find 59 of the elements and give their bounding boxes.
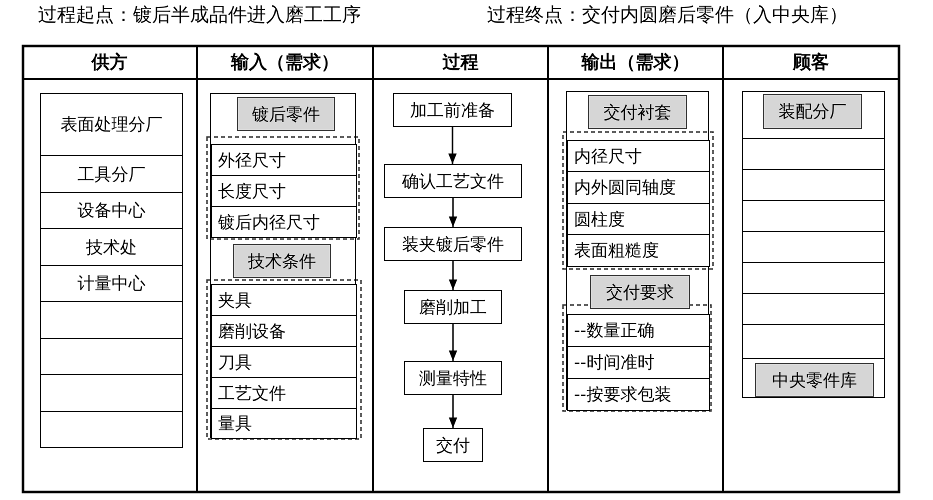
arrow <box>448 261 458 290</box>
empty-cell <box>742 293 885 325</box>
arrow <box>448 198 458 227</box>
process-box: 确认工艺文件 <box>384 164 522 198</box>
table-cell: 技术处 <box>40 228 183 266</box>
list-cell: --按要求包装 <box>567 378 710 411</box>
heading-box: 技术条件 <box>233 244 331 278</box>
empty-cell <box>742 358 885 398</box>
list-cell: 镀后内径尺寸 <box>211 206 357 238</box>
list-cell: 表面粗糙度 <box>567 234 710 267</box>
empty-cell <box>742 262 885 294</box>
process-box: 加工前准备 <box>393 93 512 127</box>
list-cell: 长度尺寸 <box>211 175 357 207</box>
list-cell: 外径尺寸 <box>211 144 357 176</box>
empty-cell <box>742 138 885 170</box>
heading-box: 装配分厂 <box>763 94 862 129</box>
list-cell: 磨削设备 <box>211 315 357 347</box>
column-header: 顾客 <box>723 45 899 79</box>
list-cell: 内径尺寸 <box>567 140 710 172</box>
empty-cell <box>742 91 885 139</box>
heading-box: 镀后零件 <box>237 97 335 131</box>
empty-cell <box>40 301 183 339</box>
list-cell: 内外圆同轴度 <box>567 171 710 204</box>
empty-cell <box>40 374 183 412</box>
column-header: 过程 <box>373 45 548 79</box>
empty-cell <box>742 200 885 232</box>
table-cell: 表面处理分厂 <box>40 93 183 156</box>
arrow <box>448 395 458 428</box>
process-box: 测量特性 <box>404 361 502 395</box>
process-box: 磨削加工 <box>404 290 502 324</box>
table-cell: 计量中心 <box>40 265 183 302</box>
column-header: 输入（需求） <box>197 45 373 79</box>
empty-cell <box>742 169 885 201</box>
empty-cell <box>742 324 885 359</box>
empty-cell <box>742 231 885 263</box>
heading-box: 中央零件库 <box>755 363 874 397</box>
empty-cell <box>40 338 183 375</box>
arrow <box>448 324 458 361</box>
empty-cell <box>210 93 356 438</box>
list-cell: --数量正确 <box>567 314 710 347</box>
column-header: 供方 <box>22 45 197 79</box>
heading-text: 过程终点：交付内圆磨后零件（入中央库） <box>487 3 848 28</box>
table-cell: 工具分厂 <box>40 155 183 193</box>
empty-cell <box>566 91 709 410</box>
list-cell: --时间准时 <box>567 346 710 379</box>
arrow <box>448 127 457 164</box>
empty-cell <box>40 411 183 448</box>
column-header: 输出（需求） <box>548 45 723 79</box>
table-cell: 设备中心 <box>40 192 183 229</box>
heading-box: 交付衬套 <box>588 95 687 129</box>
heading-box: 交付要求 <box>590 275 690 309</box>
heading-text: 过程起点：镀后半成品件进入磨工工序 <box>38 3 361 28</box>
list-cell: 夹具 <box>211 284 357 316</box>
list-cell: 量具 <box>211 408 357 439</box>
list-cell: 圆柱度 <box>567 203 710 235</box>
list-cell: 工艺文件 <box>211 377 357 409</box>
process-box: 装夹镀后零件 <box>384 227 522 261</box>
process-box: 交付 <box>423 428 483 462</box>
list-cell: 刀具 <box>211 346 357 378</box>
